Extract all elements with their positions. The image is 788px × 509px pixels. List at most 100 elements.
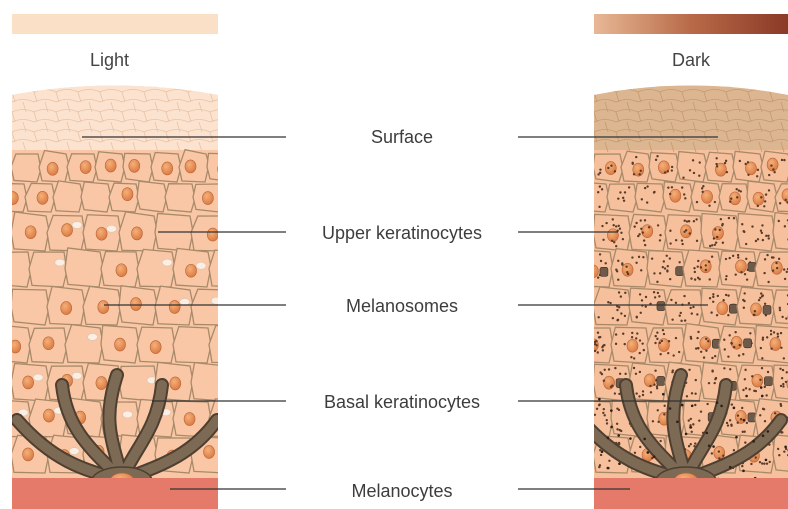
keratinocyte [65,325,103,363]
melanosome [597,351,599,353]
melanosome [722,242,724,244]
melanosome [693,220,695,222]
keratinocyte [209,250,247,287]
melanosome [697,265,699,267]
melanosome [711,244,713,246]
melanin-granule [643,438,646,441]
melanosome [686,395,688,397]
melanosome [683,193,685,195]
melanosome [656,155,658,157]
melanosome [646,201,648,203]
melanosome [767,235,769,237]
melanosome [714,228,716,230]
melanosome [780,347,782,349]
melanosome [713,237,715,239]
keratinocyte [137,181,167,212]
melanosome [764,258,766,260]
nucleus [605,162,616,175]
melanosome [645,305,647,307]
melanosome [614,367,616,369]
melanosome [725,258,727,260]
melanosome [745,163,747,165]
melanosome [715,241,717,243]
melanosome [683,295,685,297]
melanosome [781,316,783,318]
nucleus [23,448,34,461]
melanosome [747,161,749,163]
nucleus [642,225,653,238]
melanosome [693,267,695,269]
melanosome [669,257,671,259]
melanosome [770,330,772,332]
melanosome [619,373,621,375]
melanosome [678,261,680,263]
melanin-granule [706,432,709,435]
melanosome [625,265,627,267]
melanosome [211,297,221,304]
nucleus [204,445,215,458]
melanosome [55,259,65,266]
melanosome [642,394,644,396]
melanosome [72,222,82,229]
melanosome [700,351,702,353]
melanosome [753,314,755,316]
melanosome [616,428,618,430]
melanosome [670,299,672,301]
melanosome [758,299,760,301]
melanosome [725,275,727,277]
melanosome [662,329,664,331]
melanosome [638,256,640,258]
nucleus [735,260,746,273]
melanosome [720,218,722,220]
melanosome [637,235,639,237]
melanosome [615,245,617,247]
melanosome [659,342,661,344]
melanosome [688,302,690,304]
melanosome [761,462,763,464]
melanosome [690,337,692,339]
melanosome [762,408,764,410]
melanin-granule [669,407,672,410]
melanin-granule [752,440,755,443]
melanosome [762,294,764,296]
melanosome [599,336,601,338]
nucleus [220,263,231,276]
melanosome [691,431,693,433]
melanosome [652,420,654,422]
melanosome [760,292,762,294]
melanosome [618,225,620,227]
melanosome-cluster [763,305,771,314]
melanosome [587,255,589,257]
melanosome [667,170,669,172]
melanosome [653,191,655,193]
melanosome [737,254,739,256]
melanosome [757,169,759,171]
melanin-granule [765,459,768,462]
melanosome [785,381,787,383]
melanosome [617,197,619,199]
melanosome [123,411,133,418]
nucleus [105,159,116,172]
melanosome [729,257,731,259]
melanosome [740,190,742,192]
melanosome [180,298,190,305]
melanosome [680,320,682,322]
melanosome [775,262,777,264]
melanosome [782,383,784,385]
melanosome [695,218,697,220]
melanosome [765,193,767,195]
dark-dermis [594,478,788,509]
melanosome [770,347,772,349]
melanosome [669,193,671,195]
nucleus [131,227,142,240]
melanosome [657,409,659,411]
melanin-granule [646,451,649,454]
melanosome [631,256,633,258]
melanosome [776,267,778,269]
melanosome [642,256,644,258]
melanosome [631,336,633,338]
melanosome [656,331,658,333]
melanosome [587,426,589,428]
melanosome [659,234,661,236]
melanosome [672,354,674,356]
